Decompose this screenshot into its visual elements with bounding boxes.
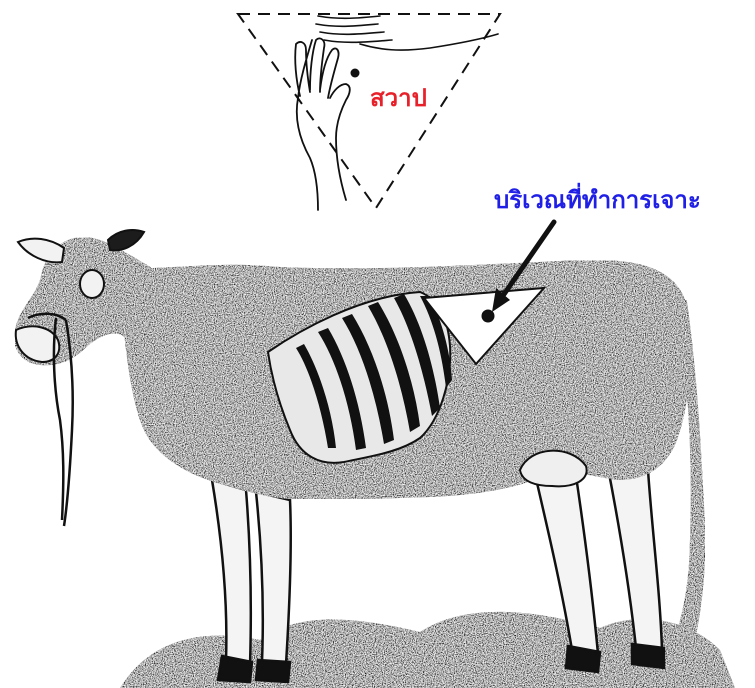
puncture-site-label: บริเวณที่ทำการเจาะ	[494, 180, 701, 219]
cow-ear-right	[108, 230, 144, 250]
rumen-point	[351, 69, 360, 78]
hand-outline	[295, 38, 350, 210]
inset-hand-triangle	[238, 14, 500, 210]
rumen-label: สวาป	[370, 78, 427, 117]
cow-ear	[18, 239, 64, 263]
cow-eye	[80, 270, 104, 298]
rumen-folds	[316, 16, 498, 50]
